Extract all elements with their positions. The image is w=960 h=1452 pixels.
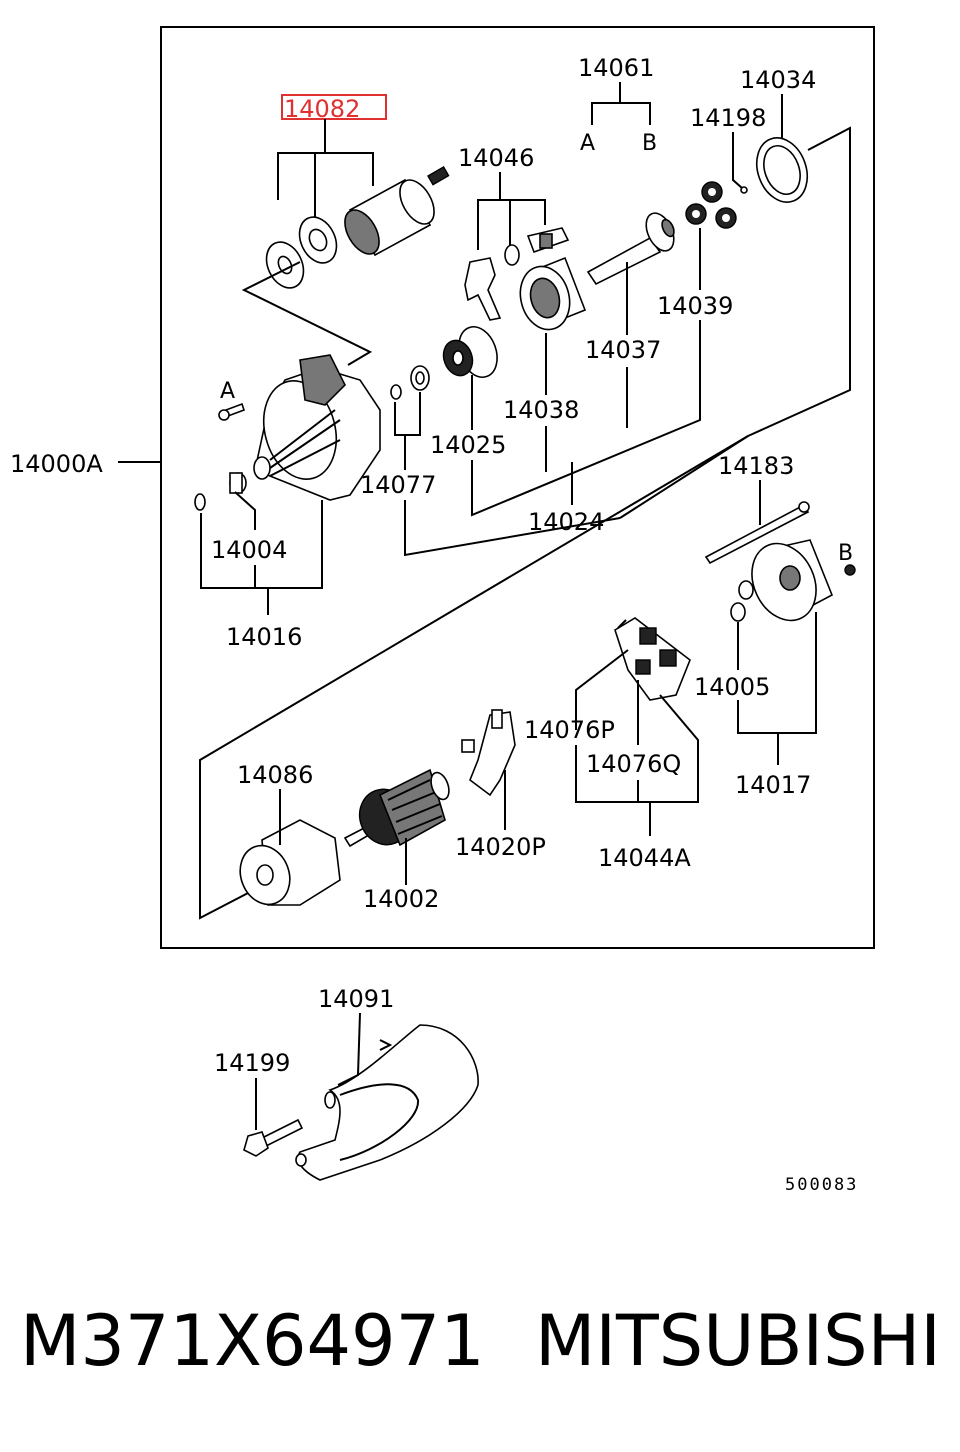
label-14002[interactable]: 14002 (363, 885, 439, 913)
label-14000A[interactable]: 14000A (10, 450, 103, 478)
label-14037[interactable]: 14037 (585, 336, 661, 364)
label-b-screw[interactable]: B (838, 541, 853, 566)
solenoid-body-part (344, 166, 450, 257)
solenoid-plate-part (298, 216, 338, 264)
planet-gears-part (685, 181, 737, 229)
footer-part-number: M371X64971 (20, 1300, 485, 1382)
label-14004[interactable]: 14004 (211, 536, 287, 564)
screw-b-part (844, 564, 856, 576)
lever-holder-part (526, 227, 570, 254)
label-a-bolt[interactable]: A (220, 379, 235, 404)
overrunning-clutch-part (442, 326, 498, 378)
stop-collar-part (410, 365, 430, 391)
armature-part (343, 768, 450, 848)
internal-gear-part (519, 256, 587, 331)
label-14091[interactable]: 14091 (318, 985, 394, 1013)
through-bolt-part (704, 501, 810, 565)
label-14076P[interactable]: 14076P (524, 716, 615, 744)
label-14061-b[interactable]: B (642, 131, 657, 156)
label-14076Q[interactable]: 14076Q (586, 750, 681, 778)
label-14086[interactable]: 14086 (237, 761, 313, 789)
washer-part (194, 493, 206, 511)
bolt-a-part (218, 402, 246, 421)
snap-ring-part (390, 384, 402, 400)
label-14198[interactable]: 14198 (690, 104, 766, 132)
front-housing-part (253, 354, 381, 501)
cover-bolt-part (243, 1118, 304, 1157)
bushing-front-part (229, 472, 247, 494)
label-14199[interactable]: 14199 (214, 1049, 290, 1077)
rear-bracket-part (738, 539, 834, 622)
highlight-box-14082 (281, 94, 387, 120)
drawing-code: 500083 (785, 1175, 858, 1195)
brush-lead-part (461, 709, 516, 797)
label-14082[interactable]: 14082 (284, 95, 360, 123)
label-14183[interactable]: 14183 (718, 452, 794, 480)
label-14061-a[interactable]: A (580, 131, 595, 156)
label-14039[interactable]: 14039 (657, 292, 733, 320)
pinion-shaft-part (586, 212, 675, 286)
label-14034[interactable]: 14034 (740, 66, 816, 94)
yoke-part (239, 819, 341, 906)
footer-brand: MITSUBISHI (535, 1300, 941, 1382)
label-14077[interactable]: 14077 (360, 471, 436, 499)
label-14024[interactable]: 14024 (528, 508, 604, 536)
retainer-ring-part (755, 137, 809, 203)
label-14038[interactable]: 14038 (503, 396, 579, 424)
assembly-frame (160, 26, 875, 949)
dust-cover-part (295, 1024, 479, 1181)
label-14005[interactable]: 14005 (694, 673, 770, 701)
label-14025[interactable]: 14025 (430, 431, 506, 459)
label-14017[interactable]: 14017 (735, 771, 811, 799)
label-14044A[interactable]: 14044A (598, 844, 691, 872)
shift-lever-part (464, 257, 502, 321)
brush-holder-part (614, 617, 691, 701)
label-14046[interactable]: 14046 (458, 144, 534, 172)
bushing-rear-part (730, 602, 746, 622)
label-14020P[interactable]: 14020P (455, 833, 546, 861)
label-14061[interactable]: 14061 (578, 54, 654, 82)
solenoid-gasket-part (265, 241, 305, 289)
label-14016[interactable]: 14016 (226, 623, 302, 651)
lever-spring-part (504, 244, 520, 266)
